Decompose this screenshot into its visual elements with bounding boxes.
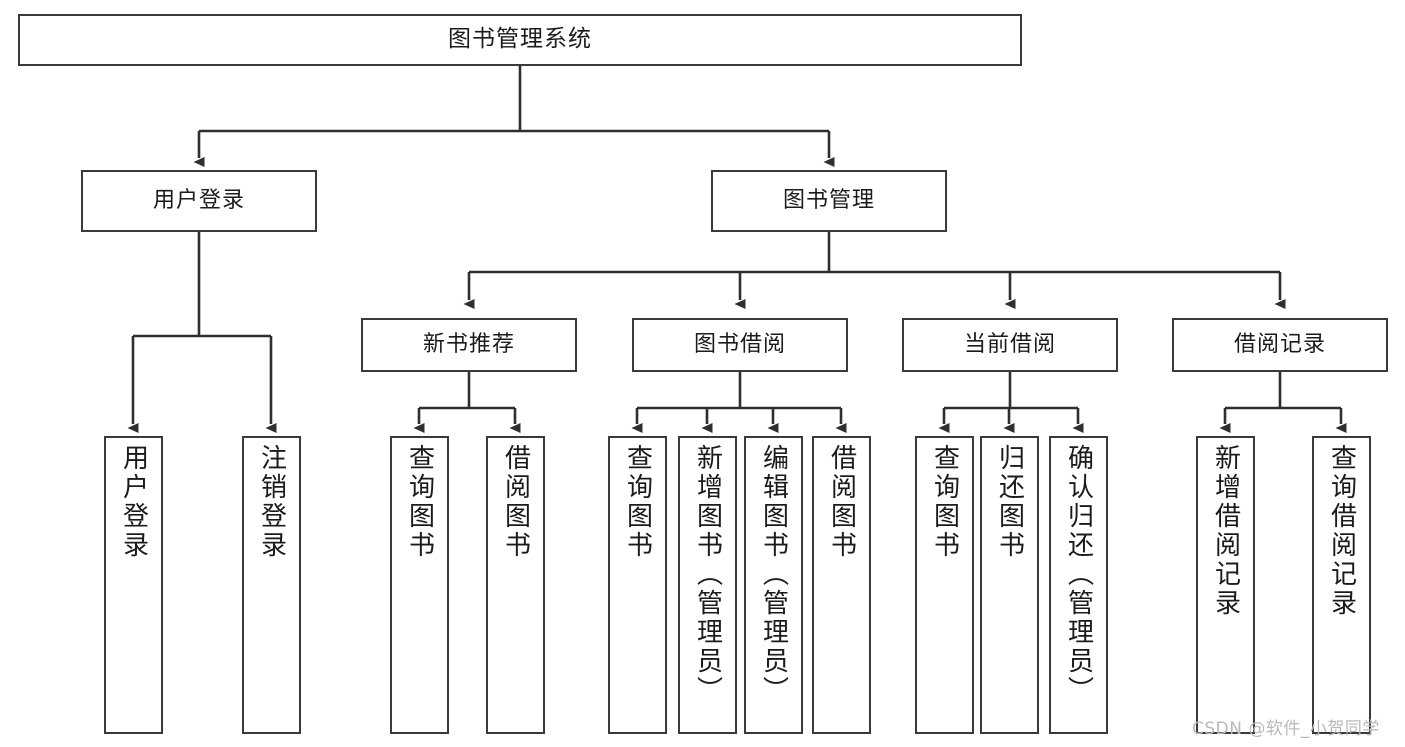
node-label: 查询图书 [622,444,653,560]
leaf-recommend-borrow-book[interactable]: 借阅图书 [486,436,545,734]
node-root-system[interactable]: 图书管理系统 [18,14,1022,66]
node-label: 图书管理系统 [448,26,592,53]
leaf-records-add-record[interactable]: 新增借阅记录 [1196,436,1255,734]
node-label: 借阅图书 [500,444,531,560]
node-current-borrow[interactable]: 当前借阅 [902,318,1118,372]
node-borrow-records[interactable]: 借阅记录 [1172,318,1388,372]
node-new-book-recommend[interactable]: 新书推荐 [361,318,577,372]
node-label: 归还图书 [994,444,1025,560]
node-label: 新增借阅记录 [1210,444,1241,618]
node-label: 用户登录 [152,188,245,214]
node-label: 新增图书（管理员） [692,444,723,705]
leaf-user-login-login[interactable]: 用户登录 [104,436,163,734]
leaf-borrow-query-book[interactable]: 查询图书 [608,436,667,734]
node-label: 借阅记录 [1233,332,1326,358]
node-label: 编辑图书（管理员） [758,444,789,705]
leaf-current-confirm-return-admin[interactable]: 确认归还（管理员） [1049,436,1108,734]
node-label: 查询图书 [929,444,960,560]
leaf-current-query-book[interactable]: 查询图书 [915,436,974,734]
leaf-records-query-record[interactable]: 查询借阅记录 [1312,436,1371,734]
leaf-borrow-borrow-book[interactable]: 借阅图书 [812,436,871,734]
node-label: 新书推荐 [422,332,515,358]
leaf-borrow-add-book-admin[interactable]: 新增图书（管理员） [678,436,737,734]
node-label: 查询图书 [404,444,435,560]
node-book-borrow[interactable]: 图书借阅 [632,318,848,372]
node-label: 查询借阅记录 [1326,444,1357,618]
node-label: 图书管理 [782,188,875,214]
node-label: 注销登录 [256,444,287,560]
node-label: 确认归还（管理员） [1063,444,1094,705]
node-label: 图书借阅 [693,332,786,358]
node-label: 用户登录 [118,444,149,560]
csdn-watermark: CSDN @软件_小贺同学 [1192,719,1380,739]
leaf-borrow-edit-book-admin[interactable]: 编辑图书（管理员） [744,436,803,734]
leaf-user-login-logout[interactable]: 注销登录 [242,436,301,734]
leaf-current-return-book[interactable]: 归还图书 [980,436,1039,734]
node-label: 当前借阅 [963,332,1056,358]
leaf-recommend-query-book[interactable]: 查询图书 [390,436,449,734]
node-label: 借阅图书 [826,444,857,560]
node-book-management[interactable]: 图书管理 [711,170,947,232]
node-user-login[interactable]: 用户登录 [81,170,317,232]
